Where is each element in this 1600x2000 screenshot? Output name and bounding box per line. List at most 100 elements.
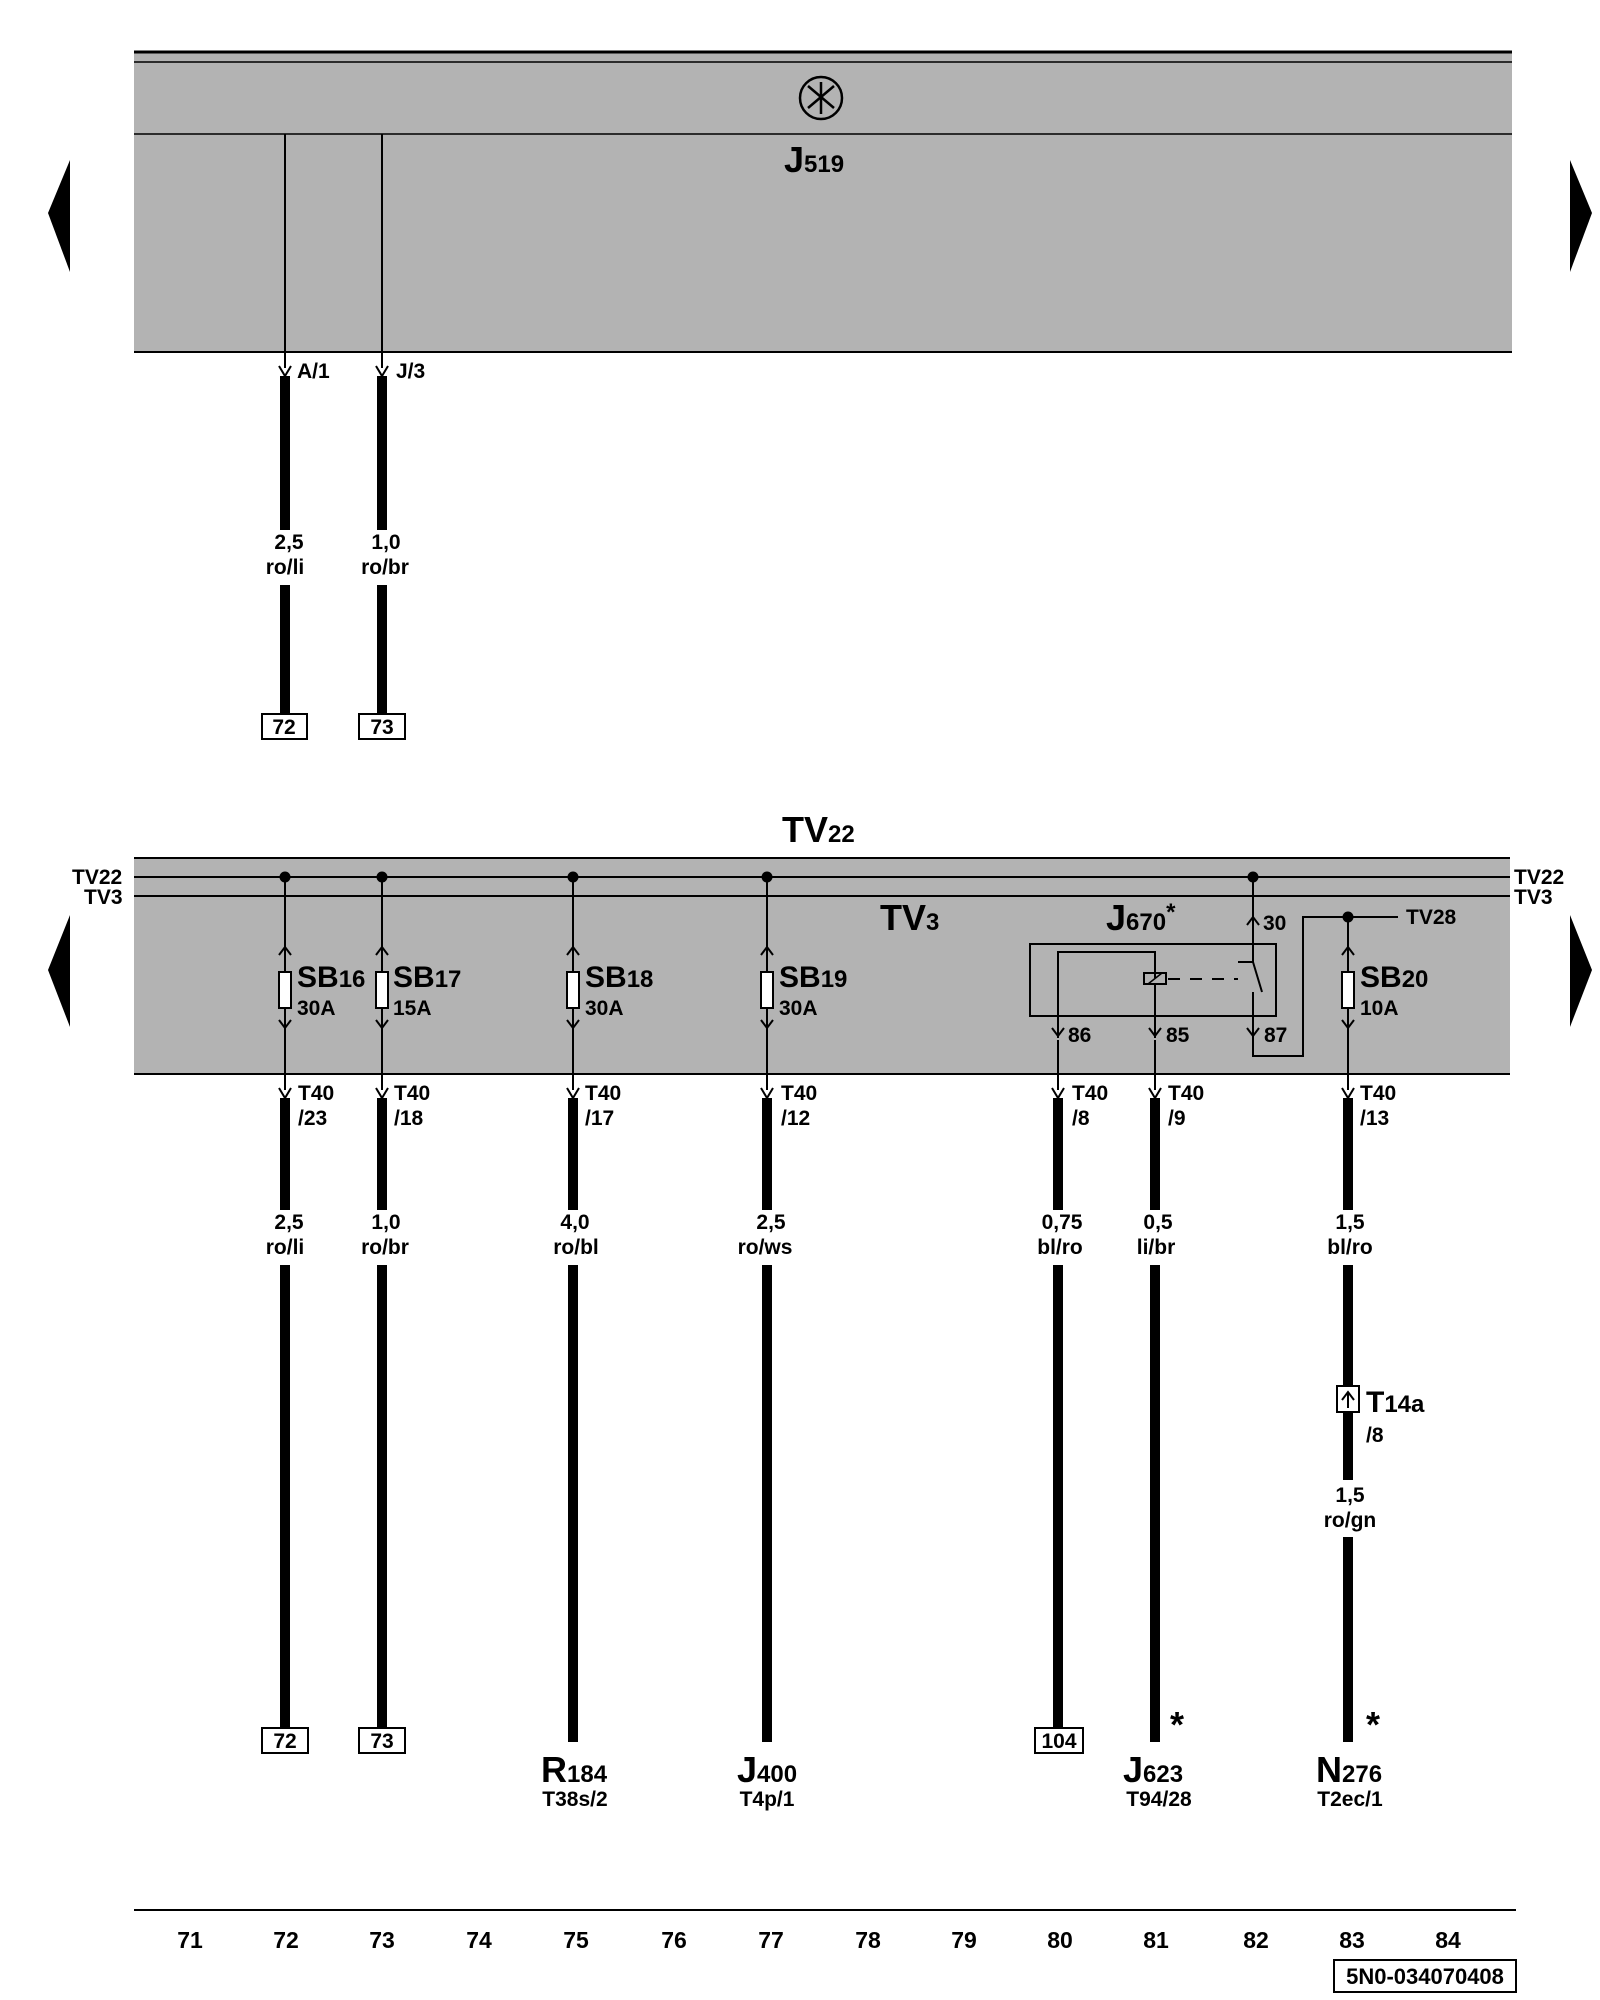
control-unit-symbol-icon [798, 75, 844, 121]
tv28-label: TV28 [1406, 906, 1457, 929]
wire-j519-j3[interactable]: J/3 1,0 ro/br 73 [358, 134, 425, 740]
wire-color: bl/ro [1327, 1236, 1373, 1259]
connector-name: T40 [1072, 1082, 1108, 1105]
svg-text:J519: J519 [784, 139, 844, 180]
footnote-star: * [1170, 1704, 1184, 1745]
page-next-arrow-top[interactable] [1570, 160, 1592, 272]
document-id-text: 5N0-034070408 [1346, 1964, 1504, 1989]
fuse-rating: 15A [393, 997, 432, 1020]
column-number: 72 [273, 1927, 299, 1953]
svg-text:TV3: TV3 [880, 897, 939, 938]
connector-pin: /12 [781, 1107, 810, 1130]
svg-text:J623: J623 [1123, 1749, 1183, 1790]
dest-pin: T94/28 [1126, 1788, 1192, 1811]
connector-name: T40 [585, 1082, 621, 1105]
column-number: 79 [951, 1927, 977, 1953]
svg-text:TV22: TV22 [782, 809, 855, 850]
wire-color: ro/br [361, 556, 409, 579]
wire-size: 2,5 [756, 1211, 786, 1234]
connector-name: T40 [298, 1082, 334, 1105]
svg-text:SB20: SB20 [1360, 961, 1428, 994]
control-unit-j519: J519 [134, 50, 1512, 353]
fuse-carrier-tv22: TV22 TV22 TV3 TV22 TV3 TV3 [72, 809, 1564, 1075]
relay-pin-30: 30 [1263, 912, 1286, 935]
connector-name: T40 [781, 1082, 817, 1105]
wire-color: ro/ws [738, 1236, 793, 1259]
column-number: 77 [758, 1927, 784, 1953]
column-number: 74 [466, 1927, 492, 1953]
connector-pin: /13 [1360, 1107, 1389, 1130]
rail-label-tv22-right: TV22 [1514, 866, 1564, 889]
svg-text:T14a: T14a [1366, 1386, 1425, 1419]
column-number: 76 [661, 1927, 687, 1953]
connector-pin: /23 [298, 1107, 327, 1130]
fuse-sb16-circuit[interactable]: SB16 30A T40 /23 2,5 ro/li 72 [261, 871, 365, 1754]
dest-component: N [1316, 1749, 1342, 1790]
connector-pin: /18 [394, 1107, 424, 1130]
wire-size: 1,5 [1335, 1211, 1365, 1234]
wire-ref-box: 104 [1041, 1730, 1076, 1753]
dest-pin: T38s/2 [542, 1788, 607, 1811]
dest-pin: T4p/1 [740, 1788, 795, 1811]
wire-size: 4,0 [560, 1211, 589, 1234]
column-number: 78 [855, 1927, 881, 1953]
fuse-rating: 30A [779, 997, 818, 1020]
wire-color: bl/ro [1037, 1236, 1083, 1259]
connector-name: T40 [1360, 1082, 1396, 1105]
svg-text:R184: R184 [541, 1749, 608, 1790]
relay-pin-86: 86 [1068, 1024, 1091, 1047]
connector-t14a-pin: /8 [1366, 1424, 1384, 1447]
relay-name: J [1106, 897, 1126, 938]
column-number: 73 [369, 1927, 395, 1953]
page-next-arrow-bottom[interactable] [1570, 915, 1592, 1027]
relay-pin-85: 85 [1166, 1024, 1190, 1047]
wire-ref-box: 73 [370, 1730, 393, 1753]
svg-text:SB16: SB16 [297, 961, 365, 994]
fuse-sb19-circuit[interactable]: SB19 30A T40 /12 2,5 ro/ws J400 T4p/1 [737, 871, 847, 1812]
fuse-rating: 30A [297, 997, 336, 1020]
j519-name: J [784, 139, 804, 180]
svg-text:SB19: SB19 [779, 961, 847, 994]
wire-size: 2,5 [274, 531, 304, 554]
fuse-rating: 10A [1360, 997, 1399, 1020]
fuse-name: SB [779, 961, 821, 994]
column-number: 80 [1047, 1927, 1073, 1953]
wire-color: ro/li [266, 1236, 305, 1259]
wire-color: ro/bl [553, 1236, 599, 1259]
rail-label-tv22-left: TV22 [72, 866, 122, 889]
wire-size: 2,5 [274, 1211, 304, 1234]
wire-size: 0,5 [1143, 1211, 1173, 1234]
wire-size: 0,75 [1042, 1211, 1083, 1234]
fuse-rating: 30A [585, 997, 624, 1020]
wire-relay-86[interactable]: T40 /8 0,75 bl/ro 104 [1034, 1040, 1108, 1754]
column-number: 83 [1339, 1927, 1365, 1953]
page-prev-arrow-top[interactable] [48, 160, 70, 272]
fuse-name: SB [585, 961, 627, 994]
page-prev-arrow-bottom[interactable] [48, 915, 70, 1027]
wire-relay-85[interactable]: T40 /9 0,5 li/br * J623 T94/28 [1123, 1040, 1204, 1811]
fuse-icon [760, 971, 774, 1009]
connector-name: T40 [1168, 1082, 1204, 1105]
connector-pin: /8 [1072, 1107, 1090, 1130]
wire-color: li/br [1137, 1236, 1176, 1259]
column-number: 71 [177, 1927, 203, 1953]
fuse-sb18-circuit[interactable]: SB18 30A T40 /17 4,0 ro/bl R184 T38s/2 [541, 871, 653, 1812]
dest-component: R [541, 1749, 567, 1790]
column-number: 82 [1243, 1927, 1269, 1953]
column-number: 84 [1435, 1927, 1461, 1953]
wire-color: ro/li [266, 556, 305, 579]
fuse-icon [1341, 971, 1355, 1009]
dest-pin: T2ec/1 [1317, 1788, 1383, 1811]
wire-j519-a1[interactable]: A/1 2,5 ro/li 72 [261, 134, 330, 740]
wire-color: ro/br [361, 1236, 409, 1259]
fuse-sb20-circuit[interactable]: TV28 SB20 10A T40 /13 1,5 bl/ro T14a /8 … [1316, 906, 1457, 1811]
fuse-icon [375, 971, 389, 1009]
fuse-sb17-circuit[interactable]: SB17 15A T40 /18 1,0 ro/br 73 [358, 871, 461, 1754]
column-number: 81 [1143, 1927, 1169, 1953]
fuse-name: SB [1360, 961, 1402, 994]
svg-text:SB18: SB18 [585, 961, 653, 994]
relay-j670[interactable]: J670* 30 86 85 87 [1029, 871, 1348, 1057]
fuse-name: SB [393, 961, 435, 994]
wire-ref-box: 73 [370, 716, 393, 739]
